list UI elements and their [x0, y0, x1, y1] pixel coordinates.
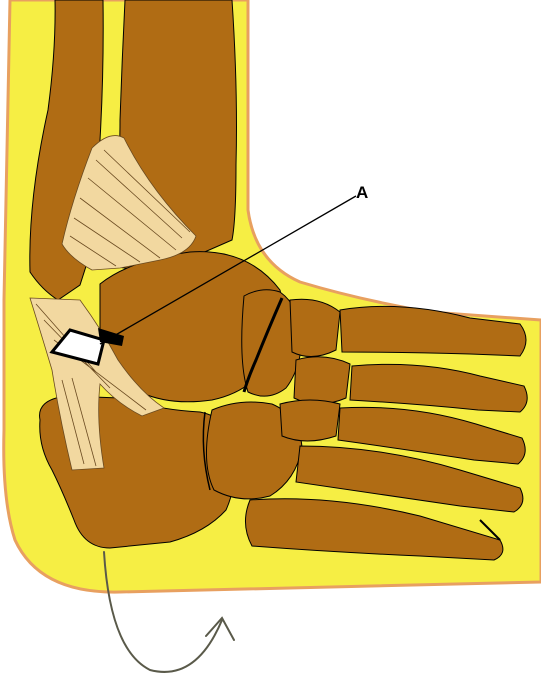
arrow-head	[206, 618, 234, 640]
callout-a-label: A	[356, 183, 368, 202]
cuneiform-bone-2	[294, 357, 350, 404]
cuneiform-bone-1	[290, 299, 340, 356]
cuneiform-bone-3	[280, 400, 340, 441]
metatarsal-bone-1	[340, 306, 526, 356]
